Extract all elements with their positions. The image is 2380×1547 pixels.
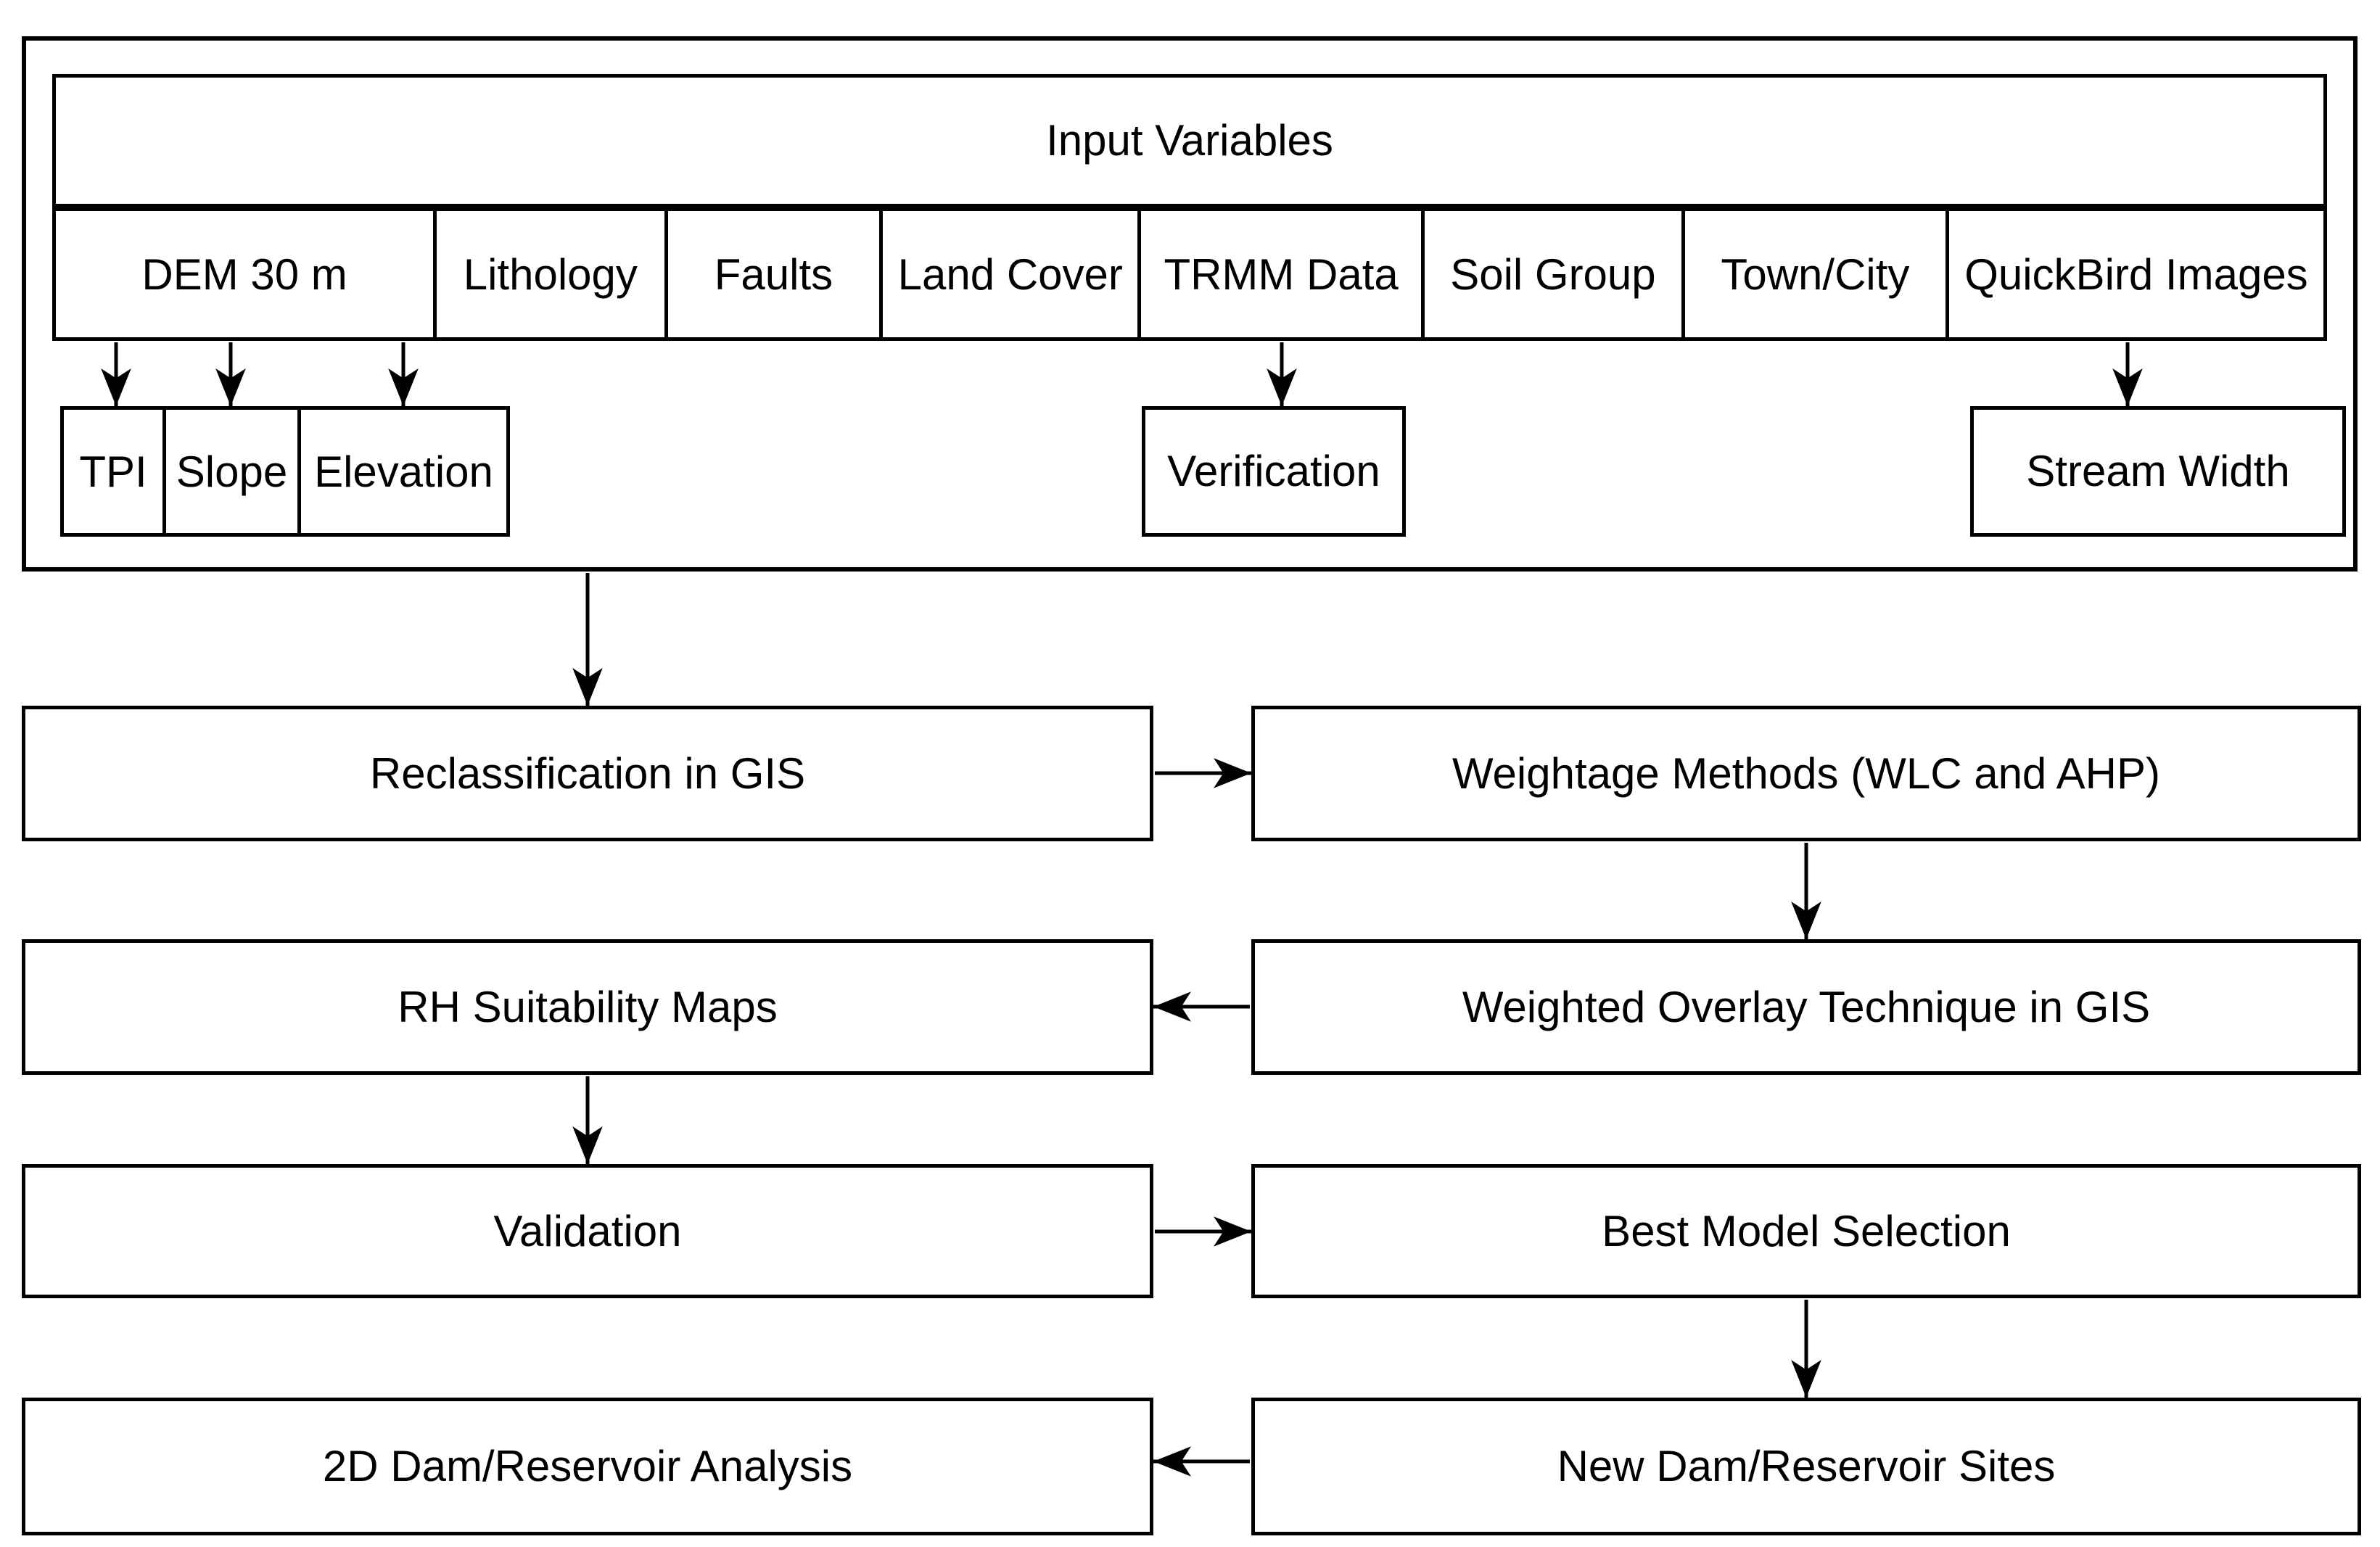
input-variables-row: DEM 30 m Lithology Faults Land Cover TRM…	[52, 207, 2327, 341]
dam-analysis-2d-box: 2D Dam/Reservoir Analysis	[22, 1398, 1153, 1535]
input-variable-towncity-label: Town/City	[1721, 249, 1910, 299]
derived-box-tpi: TPI	[64, 410, 162, 533]
dem-derived-cluster: TPI Slope Elevation	[60, 406, 510, 537]
validation-box: Validation	[22, 1164, 1153, 1298]
input-variable-lithology: Lithology	[433, 211, 664, 337]
rh-suitability-maps-label: RH Suitability Maps	[398, 982, 778, 1031]
best-model-selection-box: Best Model Selection	[1251, 1164, 2361, 1298]
input-variable-landcover-label: Land Cover	[897, 249, 1123, 299]
rh-suitability-maps-box: RH Suitability Maps	[22, 939, 1153, 1075]
weighted-overlay-label: Weighted Overlay Technique in GIS	[1462, 982, 2151, 1031]
dam-analysis-2d-label: 2D Dam/Reservoir Analysis	[322, 1442, 853, 1490]
input-variable-landcover: Land Cover	[879, 211, 1137, 337]
reclassification-box: Reclassification in GIS	[22, 706, 1153, 841]
input-variable-dem: DEM 30 m	[56, 211, 433, 337]
new-dam-sites-label: New Dam/Reservoir Sites	[1557, 1442, 2056, 1490]
validation-label: Validation	[493, 1206, 682, 1255]
derived-box-slope: Slope	[162, 410, 297, 533]
verification-label: Verification	[1167, 447, 1380, 495]
input-variables-title: Input Variables	[1046, 116, 1333, 165]
input-variable-trmm: TRMM Data	[1137, 211, 1421, 337]
input-variable-faults-label: Faults	[714, 249, 833, 299]
derived-tpi-label: TPI	[79, 447, 147, 496]
derived-box-elevation: Elevation	[297, 410, 506, 533]
derived-elevation-label: Elevation	[314, 447, 493, 496]
input-variable-trmm-label: TRMM Data	[1164, 249, 1399, 299]
best-model-selection-label: Best Model Selection	[1602, 1206, 2011, 1255]
input-variable-quickbird: QuickBird Images	[1945, 211, 2323, 337]
weightage-methods-label: Weightage Methods (WLC and AHP)	[1452, 748, 2161, 798]
new-dam-sites-box: New Dam/Reservoir Sites	[1251, 1398, 2361, 1535]
reclassification-label: Reclassification in GIS	[369, 748, 806, 798]
input-variable-lithology-label: Lithology	[463, 249, 638, 299]
verification-box: Verification	[1142, 406, 1406, 537]
input-variables-group	[22, 36, 2358, 572]
weighted-overlay-box: Weighted Overlay Technique in GIS	[1251, 939, 2361, 1075]
weightage-methods-box: Weightage Methods (WLC and AHP)	[1251, 706, 2361, 841]
input-variable-soilgroup-label: Soil Group	[1450, 249, 1656, 299]
input-variable-towncity: Town/City	[1681, 211, 1945, 337]
stream-width-box: Stream Width	[1970, 406, 2346, 537]
input-variable-soilgroup: Soil Group	[1420, 211, 1681, 337]
stream-width-label: Stream Width	[2026, 447, 2290, 495]
input-variable-faults: Faults	[664, 211, 880, 337]
input-variable-dem-label: DEM 30 m	[141, 249, 347, 299]
input-variable-quickbird-label: QuickBird Images	[1964, 249, 2308, 299]
input-variables-title-box: Input Variables	[52, 74, 2327, 207]
derived-slope-label: Slope	[176, 447, 288, 496]
